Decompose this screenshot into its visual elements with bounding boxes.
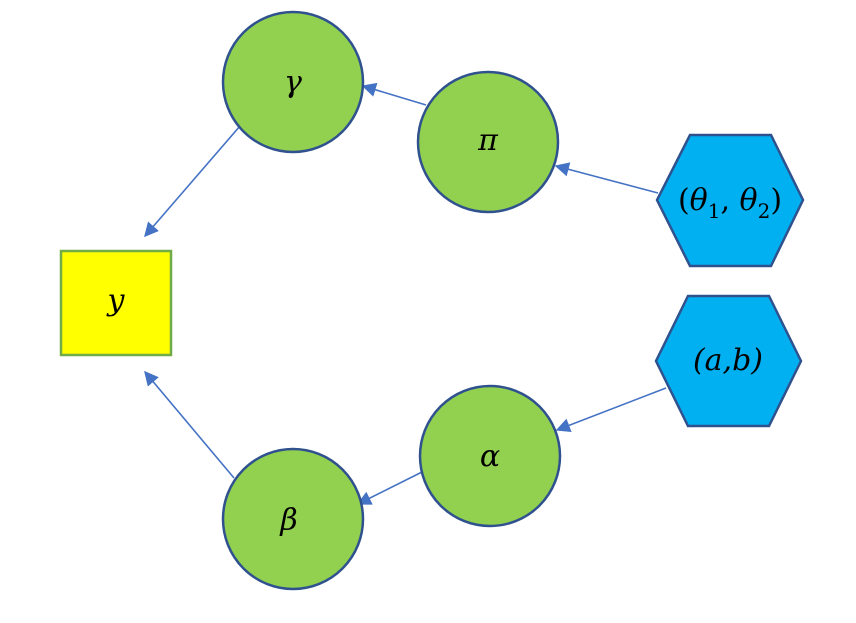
node-beta-label: β xyxy=(279,503,297,538)
node-beta: β xyxy=(221,447,365,591)
edge-theta-pi xyxy=(554,162,659,194)
node-y: y xyxy=(59,249,173,357)
node-theta: (θ1, θ2) xyxy=(655,133,805,268)
node-ab: (a,b) xyxy=(654,294,803,428)
node-gamma-label: γ xyxy=(284,65,302,100)
node-theta-label: (θ1, θ2) xyxy=(678,183,782,223)
edge-pi-gamma xyxy=(361,82,427,106)
node-alpha-label: α xyxy=(480,439,500,474)
node-ab-label: (a,b) xyxy=(693,343,763,378)
edge-alpha-beta xyxy=(356,470,425,505)
node-gamma: γ xyxy=(221,10,365,154)
node-alpha: α xyxy=(418,384,562,528)
edge-beta-y xyxy=(144,370,235,479)
node-y-label: y xyxy=(106,283,126,318)
edge-gamma-y xyxy=(144,125,241,238)
node-pi: π xyxy=(416,70,560,214)
edge-ab-alpha xyxy=(555,387,667,433)
node-pi-label: π xyxy=(477,123,499,158)
